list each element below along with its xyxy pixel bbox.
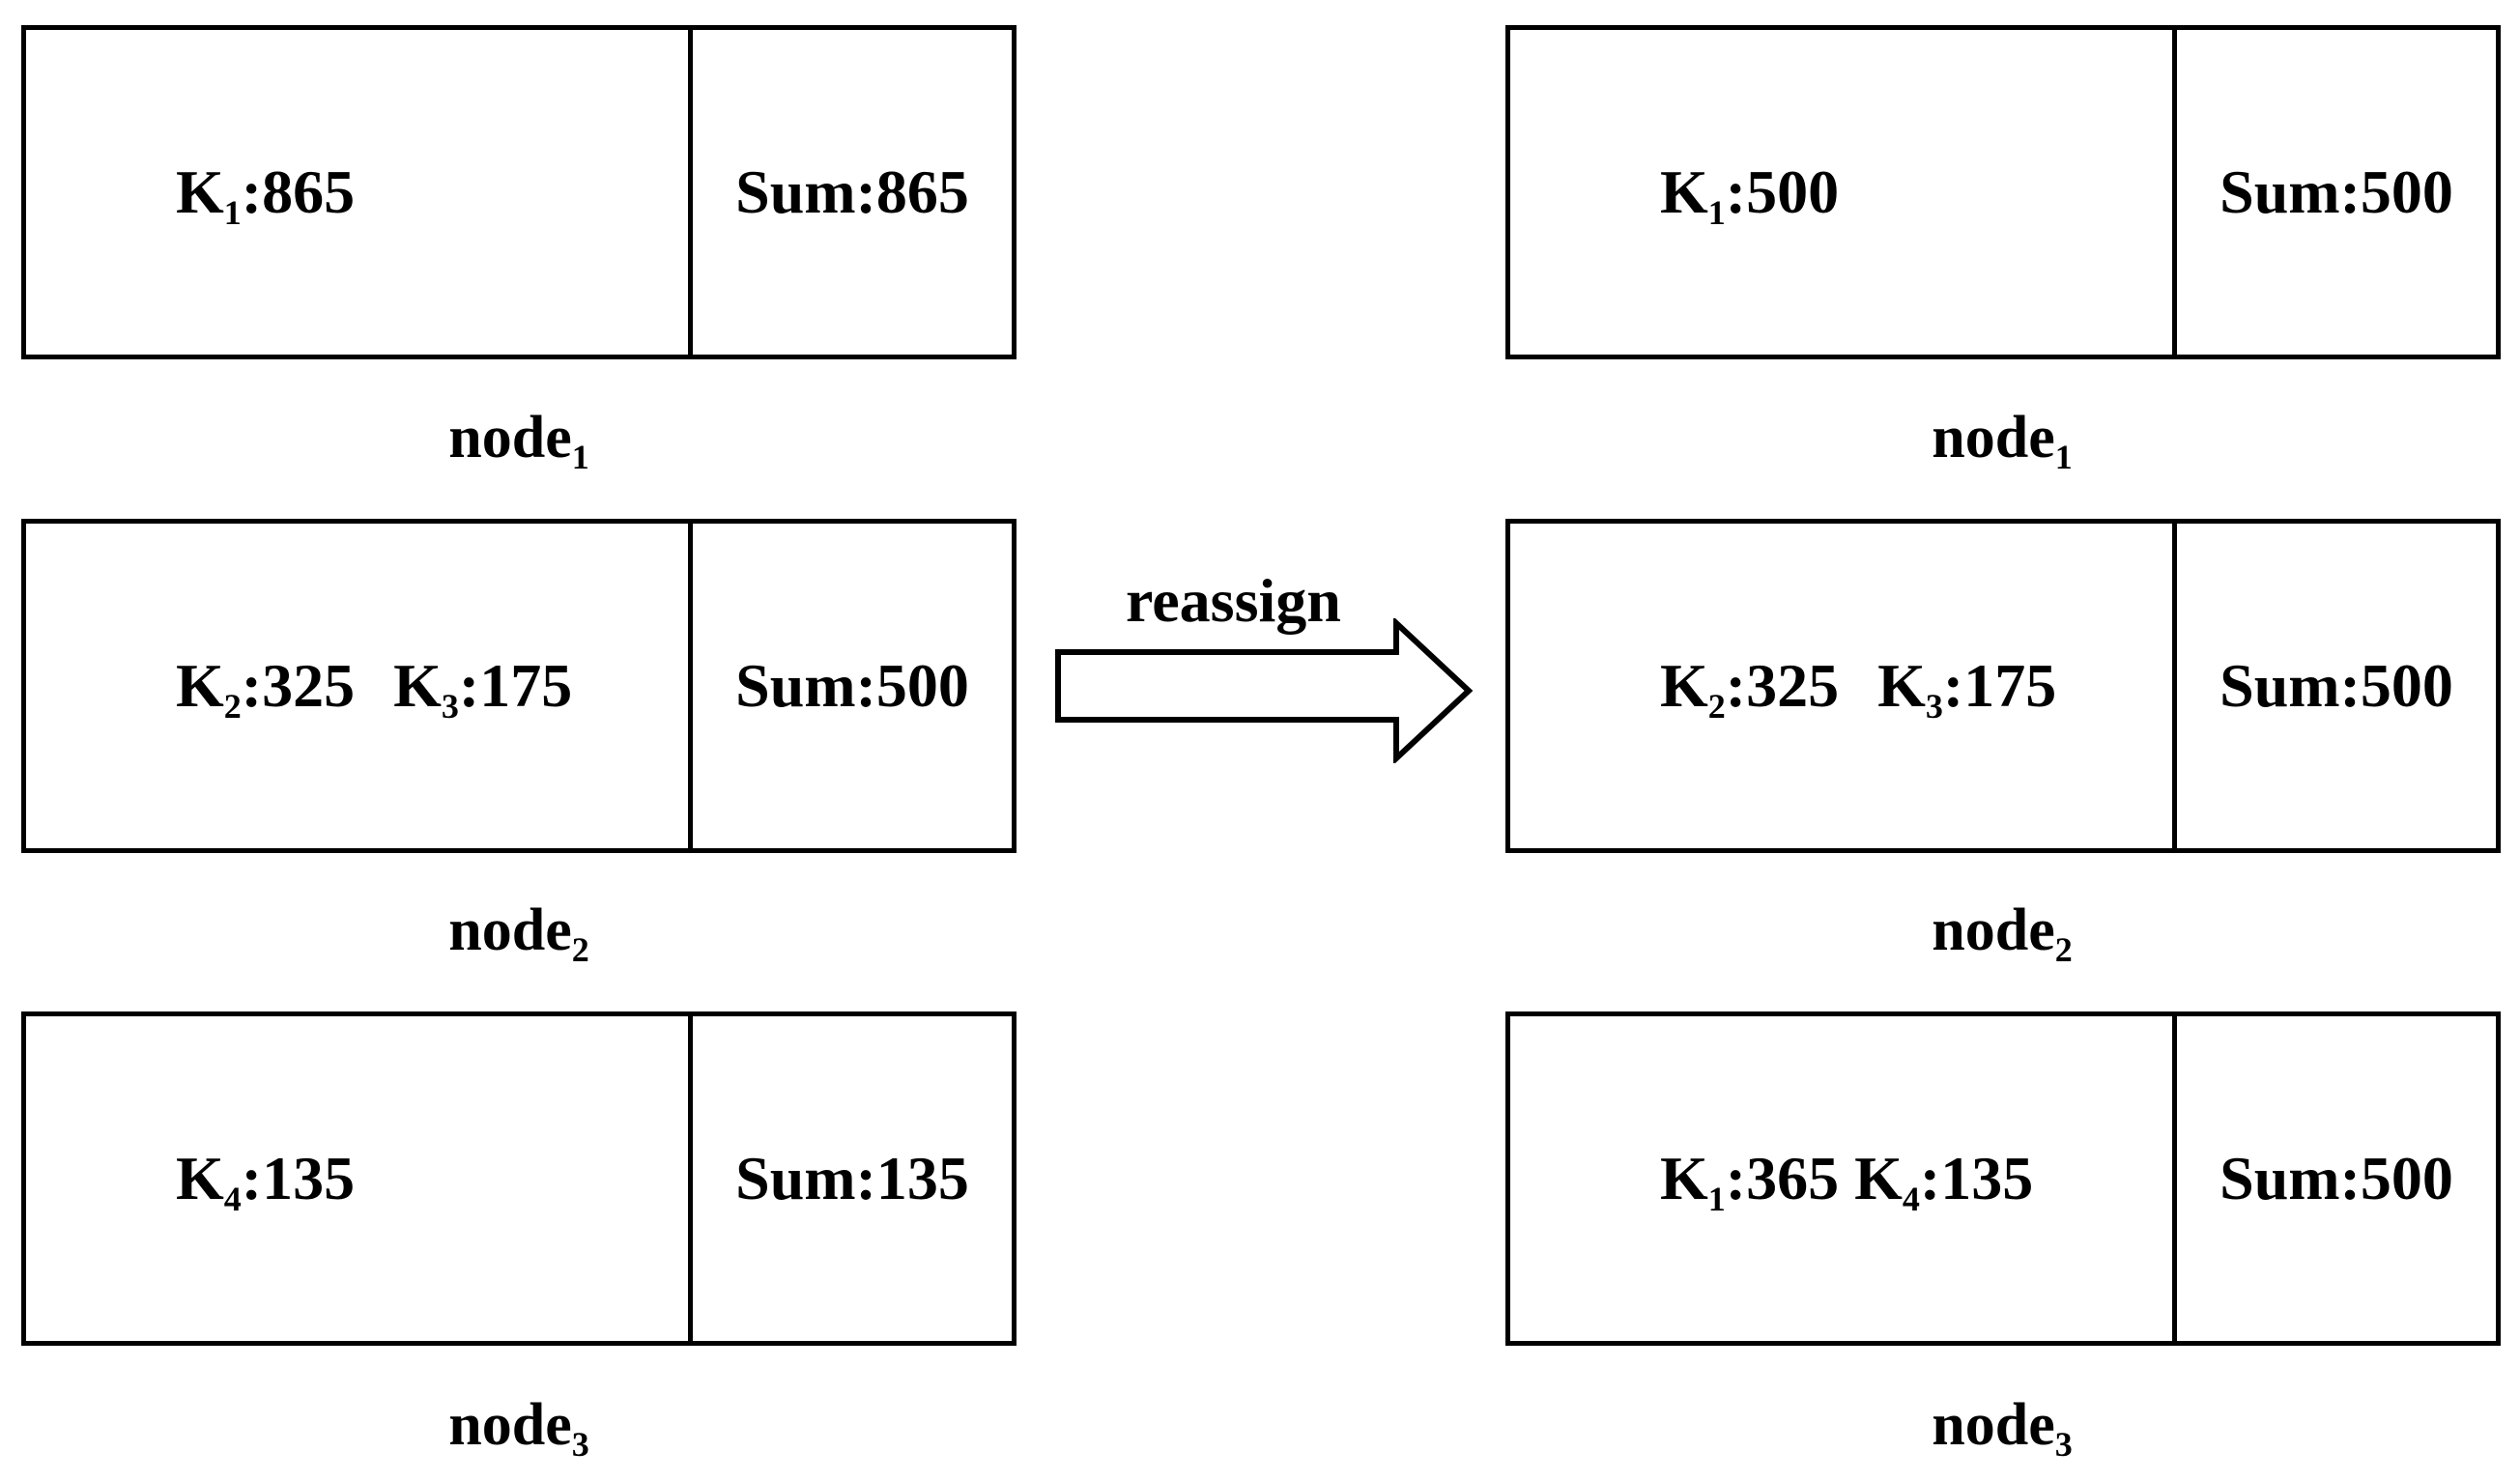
before-node-2-keys: K2:325 K3:175 bbox=[26, 524, 693, 848]
after-node-3-sum: Sum:500 bbox=[2219, 1144, 2453, 1212]
after-node-1-box: K1:500 Sum:500 bbox=[1505, 25, 2501, 359]
key-entry: K4:135 bbox=[1854, 1144, 2034, 1218]
after-node-1-label: node1 bbox=[1932, 405, 2073, 476]
key-entry: K3:175 bbox=[1877, 651, 2057, 726]
key-entry: K1:365 bbox=[1660, 1144, 1840, 1218]
before-node-2-box: K2:325 K3:175 Sum:500 bbox=[21, 519, 1017, 853]
after-node-2-box: K2:325 K3:175 Sum:500 bbox=[1505, 519, 2501, 853]
after-node-2-label: node2 bbox=[1932, 897, 2073, 969]
before-node-2-label: node2 bbox=[448, 897, 589, 969]
before-node-1-box: K1:865 Sum:865 bbox=[21, 25, 1017, 359]
key-entry: K1:500 bbox=[1660, 157, 1840, 232]
before-node-1-keys: K1:865 bbox=[26, 30, 693, 355]
before-node-1-label: node1 bbox=[448, 405, 589, 476]
after-node-3-label: node3 bbox=[1932, 1392, 2073, 1464]
after-node-2-sum: Sum:500 bbox=[2219, 651, 2453, 720]
key-entry: K2:325 bbox=[176, 651, 356, 726]
before-node-2-sum: Sum:500 bbox=[735, 651, 969, 720]
key-entry: K4:135 bbox=[176, 1144, 356, 1218]
before-node-3-keys: K4:135 bbox=[26, 1016, 693, 1341]
key-entry: K3:175 bbox=[393, 651, 573, 726]
before-node-1-sum: Sum:865 bbox=[735, 157, 969, 226]
before-node-3-label: node3 bbox=[448, 1392, 589, 1464]
right-arrow-icon bbox=[1055, 618, 1474, 763]
before-node-3-box: K4:135 Sum:135 bbox=[21, 1011, 1017, 1346]
before-node-3-sum: Sum:135 bbox=[735, 1144, 969, 1212]
after-node-1-keys: K1:500 bbox=[1510, 30, 2177, 355]
after-node-2-keys: K2:325 K3:175 bbox=[1510, 524, 2177, 848]
reassign-label: reassign bbox=[1126, 566, 1341, 635]
after-node-1-sum: Sum:500 bbox=[2219, 157, 2453, 226]
key-entry: K2:325 bbox=[1660, 651, 1840, 726]
key-entry: K1:865 bbox=[176, 157, 356, 232]
